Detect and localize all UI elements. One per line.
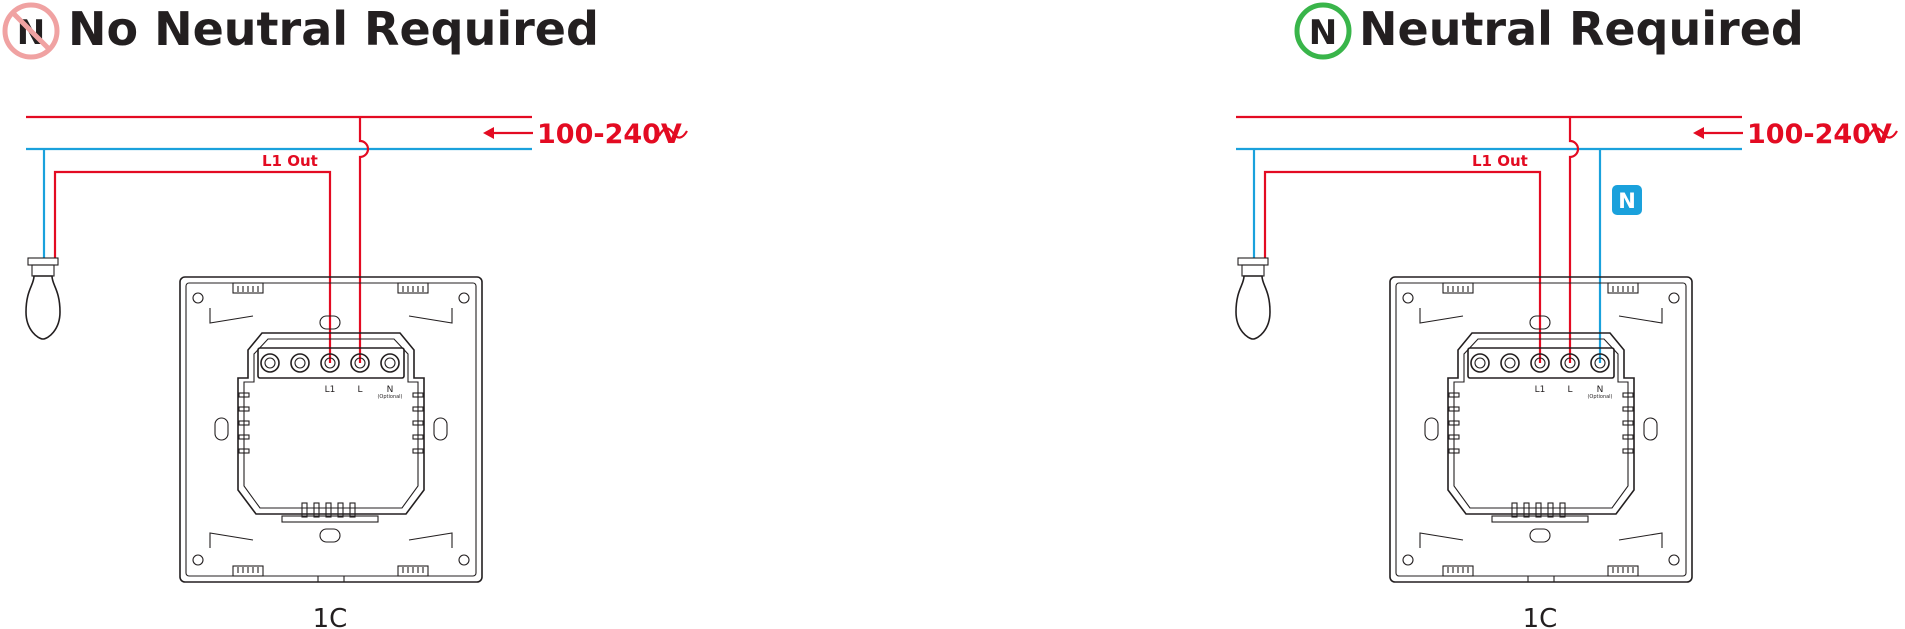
left-l1-out-label: L1 Out bbox=[262, 152, 318, 170]
right-ac-symbol-icon bbox=[1868, 127, 1898, 139]
left-light-bulb-icon bbox=[25, 257, 61, 340]
right-light-bulb-icon bbox=[1235, 257, 1271, 340]
neutral-icon: N bbox=[1294, 2, 1352, 60]
left-terminal-n: N bbox=[387, 385, 394, 395]
left-supply-arrow-icon bbox=[483, 127, 533, 139]
left-diagram: N No Neutral Required 100-240V ~ L1 Out … bbox=[2, 2, 688, 629]
right-model-label: 1C bbox=[1523, 604, 1558, 629]
right-badge-letter: N bbox=[1309, 13, 1337, 53]
left-terminal-n-note: (Optional) bbox=[377, 394, 402, 400]
right-terminal-l1: L1 bbox=[1535, 385, 1546, 395]
left-ac-symbol-text: ~ bbox=[659, 104, 682, 135]
right-live-to-switch-wire bbox=[1568, 117, 1580, 363]
left-live-to-switch-wire bbox=[358, 117, 370, 363]
right-supply-arrow-icon bbox=[1693, 127, 1743, 139]
right-neutral-tag: N bbox=[1612, 185, 1642, 215]
left-ac-symbol-icon bbox=[658, 127, 688, 139]
left-terminal-l: L bbox=[357, 385, 362, 395]
right-terminal-n-note: (Optional) bbox=[1587, 394, 1612, 400]
no-neutral-icon: N bbox=[2, 2, 60, 60]
right-l1-out-wire bbox=[1263, 170, 1542, 363]
right-terminal-l: L bbox=[1567, 385, 1572, 395]
right-l1-out-label: L1 Out bbox=[1472, 152, 1528, 170]
right-diagram: N Neutral Required 100-240V ~ L1 Out bbox=[1235, 2, 1898, 629]
right-title: Neutral Required bbox=[1359, 2, 1804, 56]
right-voltage-label: 100-240V bbox=[1747, 119, 1892, 150]
left-terminal-l1: L1 bbox=[325, 385, 336, 395]
left-title: No Neutral Required bbox=[68, 2, 599, 56]
right-terminal-n: N bbox=[1597, 385, 1604, 395]
left-l1-out-wire bbox=[53, 170, 332, 363]
right-neutral-tag-letter: N bbox=[1618, 189, 1636, 213]
right-ac-symbol-text: ~ bbox=[1869, 104, 1892, 135]
left-model-label: 1C bbox=[313, 604, 348, 629]
left-voltage-label: 100-240V bbox=[537, 119, 682, 150]
